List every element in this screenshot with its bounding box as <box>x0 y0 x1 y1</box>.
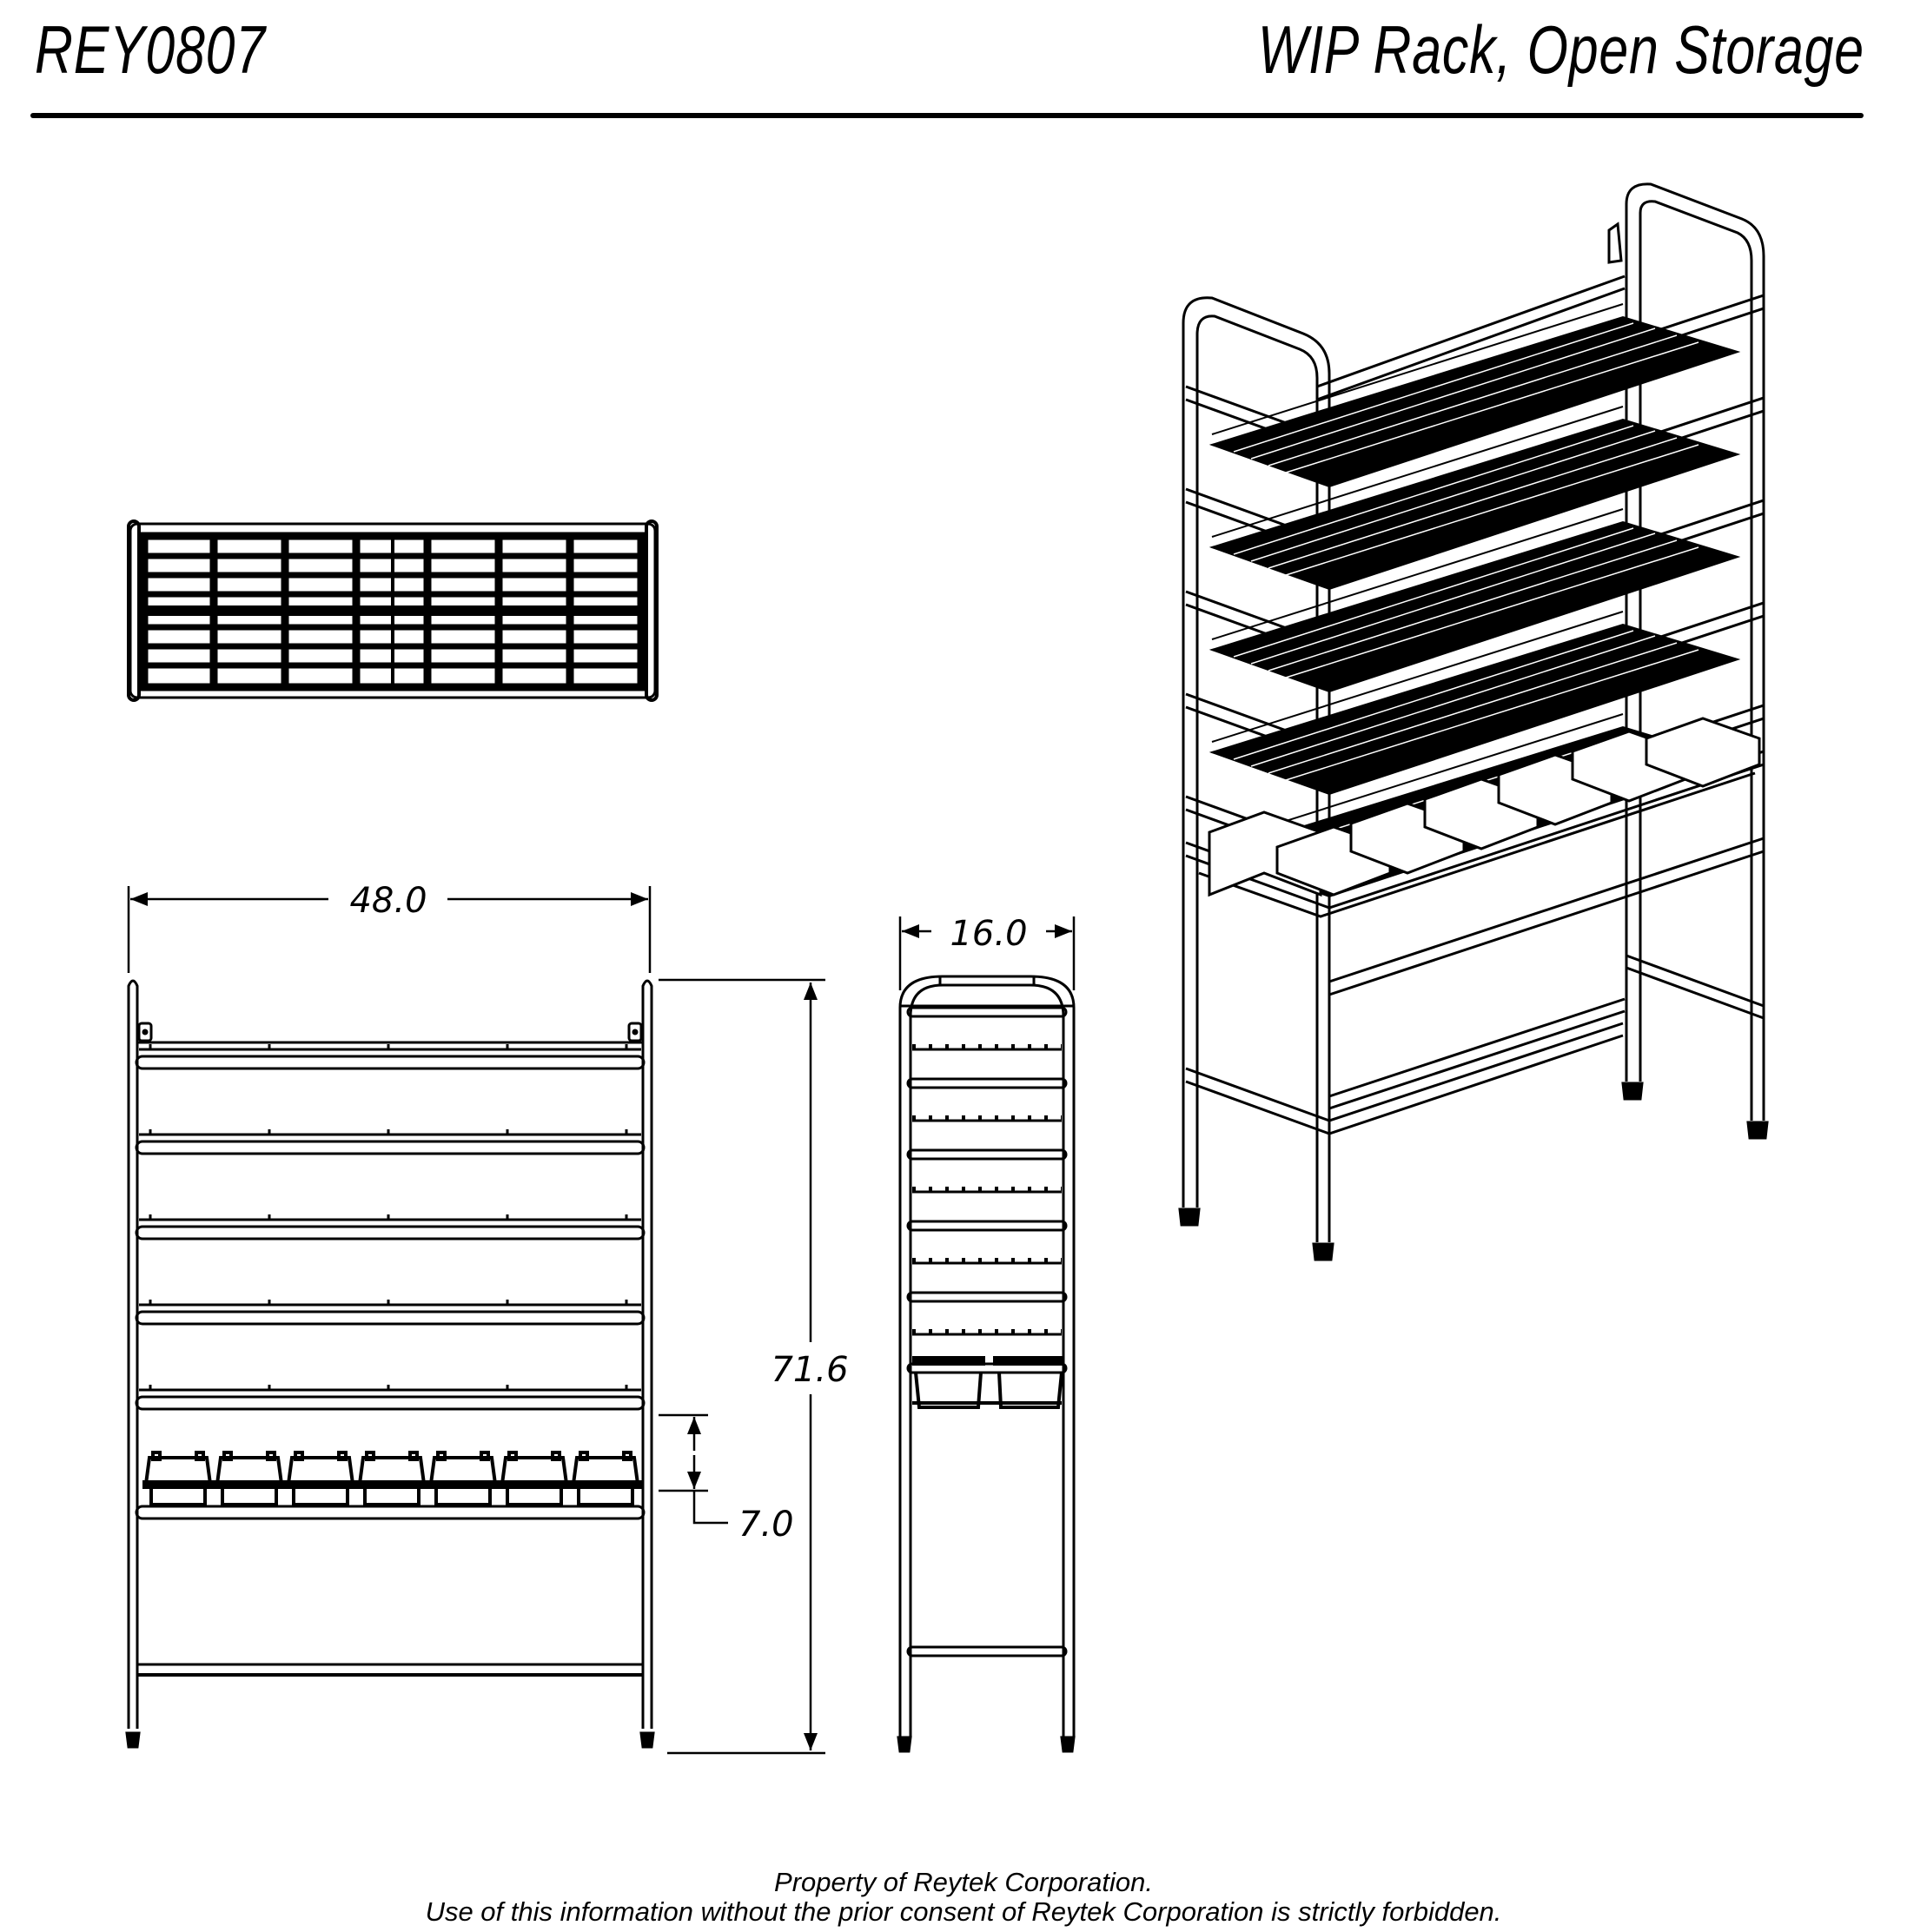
part-number: REY0807 <box>35 11 266 88</box>
dimension-height <box>659 978 825 1755</box>
depth-dimension-label: 16.0 <box>950 914 1027 954</box>
isometric-view <box>1178 182 1769 1261</box>
footer-line-1: Property of Reytek Corporation. <box>774 1867 1153 1897</box>
width-dimension-label: 48.0 <box>349 881 427 921</box>
title-divider <box>30 113 1864 118</box>
footer-line-2: Use of this information without the prio… <box>425 1896 1502 1927</box>
footer-notice: Property of Reytek Corporation. Use of t… <box>0 1868 1927 1927</box>
front-view <box>125 979 655 1749</box>
dimension-width <box>127 886 652 973</box>
drawing-title: WIP Rack, Open Storage <box>1258 11 1864 88</box>
bin-spacing-dimension-label: 7.0 <box>738 1505 794 1545</box>
side-view <box>897 975 1076 1753</box>
top-view <box>127 519 659 702</box>
dimension-bin-spacing <box>659 1413 728 1525</box>
height-dimension-label: 71.6 <box>771 1350 848 1390</box>
dimension-depth <box>898 916 1076 990</box>
